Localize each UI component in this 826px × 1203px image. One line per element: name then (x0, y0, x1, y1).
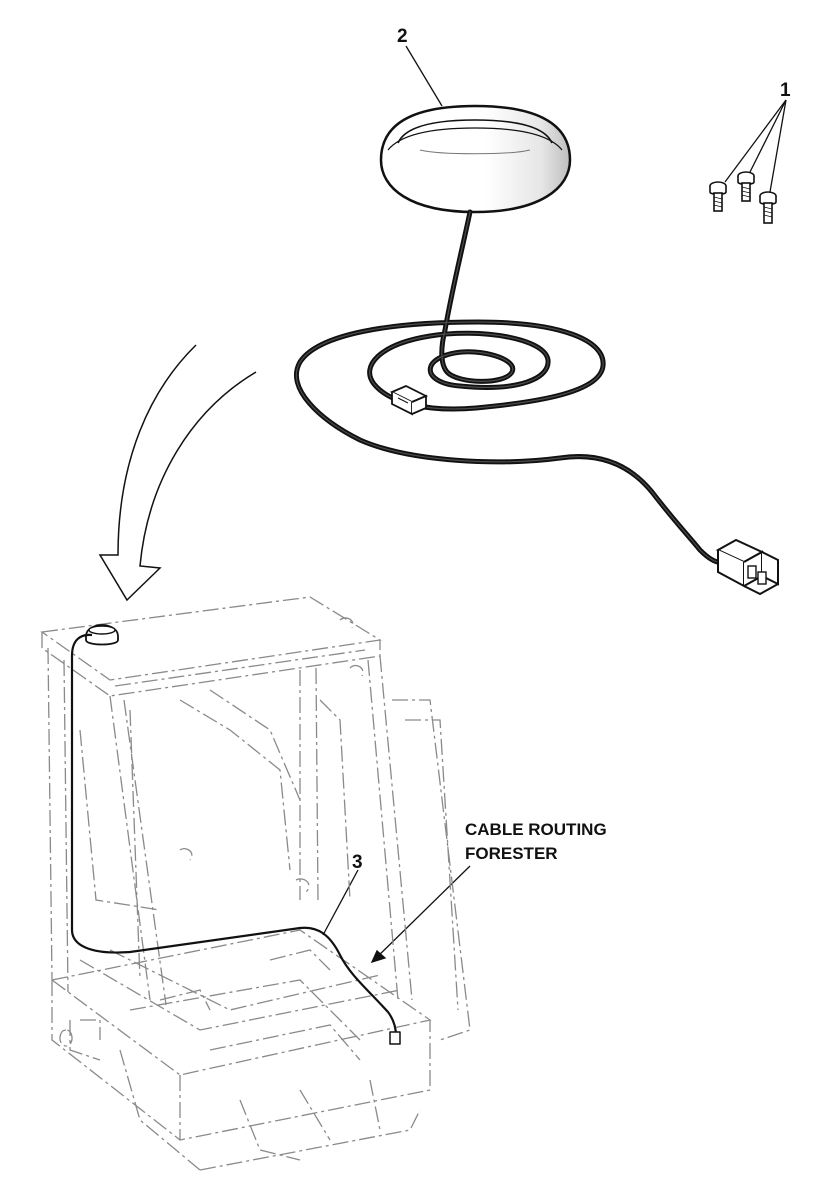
antenna-dome-icon (379, 104, 572, 214)
install-direction-arrow (98, 344, 257, 602)
callout-number-3: 3 (352, 852, 363, 873)
callout-number-1: 1 (780, 80, 791, 101)
callout-leaders (322, 45, 787, 964)
cab-frame (40, 596, 471, 1171)
callout-number-2: 2 (397, 26, 408, 47)
routed-cable (70, 633, 401, 1045)
screw-icon (709, 171, 777, 224)
inline-connector-icon (389, 385, 429, 416)
connector-plug-icon (715, 538, 779, 596)
antenna-cable (293, 209, 725, 566)
note-line-1: CABLE ROUTING (465, 820, 607, 839)
cable-routing-note: CABLE ROUTING FORESTER (465, 818, 607, 866)
note-line-2: FORESTER (465, 844, 558, 863)
mounted-antenna-icon (85, 624, 119, 646)
